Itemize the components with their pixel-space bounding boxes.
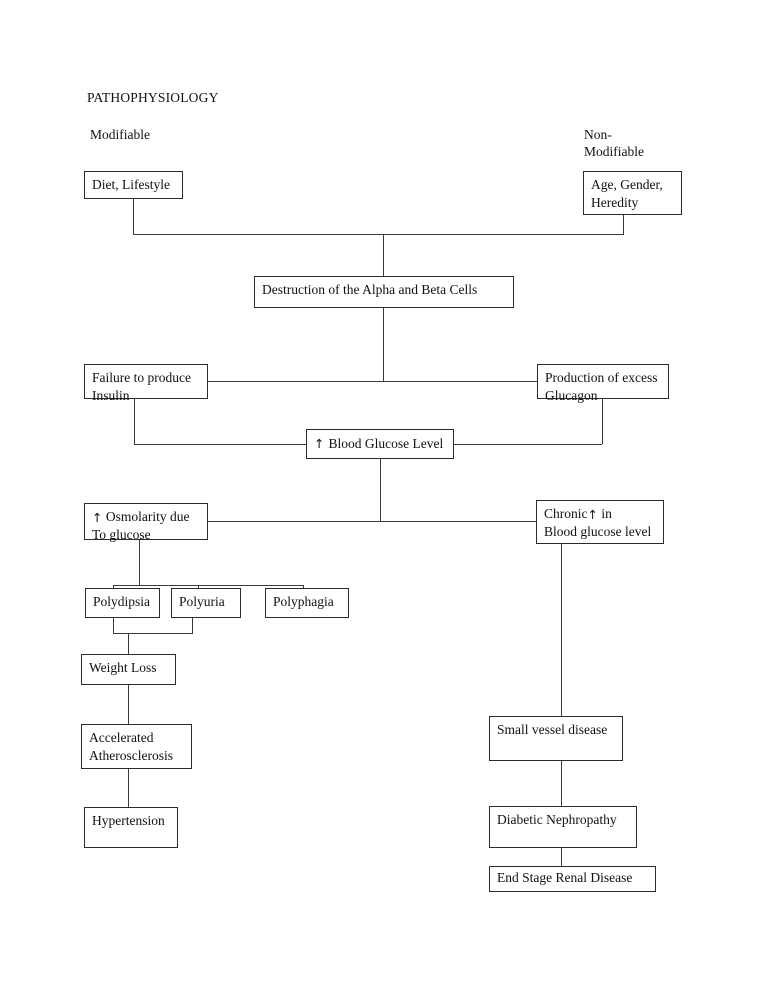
node-excess-glucagon[interactable]: Production of excess Glucagon	[537, 364, 669, 403]
connector-polyuria-down	[192, 618, 194, 634]
connector-insulin-down	[134, 399, 136, 444]
connector-poly-distributor-bar	[113, 585, 304, 587]
connector-to-destruction	[383, 234, 385, 276]
connector-top-merge-bar	[133, 234, 624, 236]
connector-weightloss-to-atherosclerosis	[128, 685, 130, 724]
node-polyphagia[interactable]: Polyphagia	[265, 588, 349, 618]
node-end-stage-renal-disease[interactable]: End Stage Renal Disease	[489, 866, 656, 892]
connector-poly-merge-bar	[113, 633, 193, 635]
node-weight-loss[interactable]: Weight Loss	[81, 654, 176, 685]
connector-insulin-to-glucose	[134, 444, 306, 446]
node-diabetic-nephropathy[interactable]: Diabetic Nephropathy	[489, 806, 637, 848]
node-hypertension[interactable]: Hypertension	[84, 807, 178, 848]
connector-nephropathy-to-esrd	[561, 848, 563, 867]
connector-small-vessel-to-nephropathy	[561, 761, 563, 806]
connector-glucose-split-bar	[208, 521, 538, 523]
connector-glucagon-to-glucose	[454, 444, 602, 446]
connector-to-weight-loss	[128, 633, 130, 655]
node-blood-glucose-level-label: Blood Glucose Level	[328, 436, 444, 452]
column-label-modifiable: Modifiable	[90, 127, 150, 142]
connector-diet-down	[133, 199, 135, 234]
connector-atherosclerosis-to-hypertension	[128, 769, 130, 807]
node-destruction-cells[interactable]: Destruction of the Alpha and Beta Cells	[254, 276, 514, 308]
up-arrow-icon-chronic: ↑	[587, 506, 598, 522]
node-blood-glucose-level[interactable]: ↑Blood Glucose Level	[306, 429, 454, 459]
connector-glucose-down	[380, 459, 382, 522]
connector-glucagon-down	[602, 399, 604, 444]
node-chronic-suffix: in Blood glucose level	[544, 506, 652, 539]
node-chronic-blood-glucose[interactable]: Chronic↑ in Blood glucose level	[536, 500, 664, 544]
connector-split-bar	[208, 381, 538, 383]
node-chronic-prefix: Chronic	[544, 506, 588, 521]
connector-age-down	[623, 215, 625, 234]
node-osmolarity[interactable]: ↑ Osmolarity due To glucose	[84, 503, 208, 542]
node-polydipsia[interactable]: Polydipsia	[85, 588, 160, 618]
node-accelerated-atherosclerosis[interactable]: Accelerated Atherosclerosis	[81, 724, 192, 769]
up-arrow-icon: ↑	[314, 436, 325, 452]
node-diet-lifestyle[interactable]: Diet, Lifestyle	[84, 171, 183, 199]
node-small-vessel-disease[interactable]: Small vessel disease	[489, 716, 623, 761]
page-title: PATHOPHYSIOLOGY	[87, 90, 219, 105]
connector-polydipsia-down	[113, 618, 115, 634]
connector-destruction-down	[383, 308, 385, 382]
node-age-gender-heredity[interactable]: Age, Gender, Heredity	[583, 171, 682, 215]
node-polyuria[interactable]: Polyuria	[171, 588, 241, 618]
connector-chronic-to-small-vessel	[561, 544, 563, 716]
up-arrow-icon-osmolarity: ↑	[92, 509, 103, 525]
node-failure-insulin[interactable]: Failure to produce Insulin	[84, 364, 208, 403]
node-osmolarity-label: Osmolarity due To glucose	[92, 509, 190, 542]
connector-osmolarity-down	[139, 540, 141, 585]
column-label-non-modifiable: Non- Modifiable	[584, 127, 644, 159]
